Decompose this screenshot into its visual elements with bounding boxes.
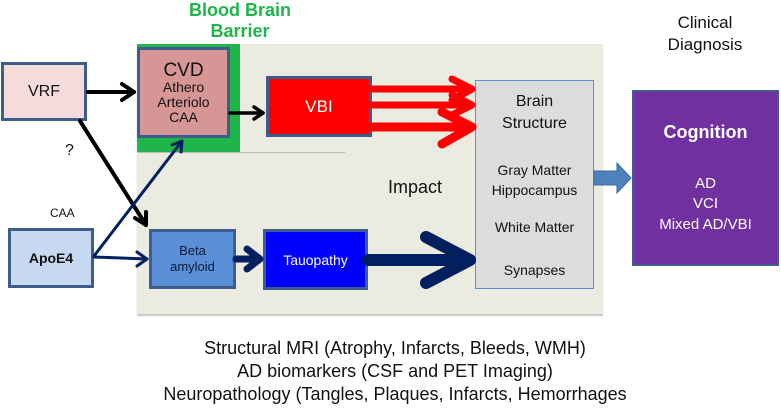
arrow-beta-amyloid-to-tauopathy: [232, 245, 264, 273]
arrow-tauopathy-to-brain: [362, 231, 476, 289]
impact-label: Impact: [388, 177, 443, 197]
brain-title-line-1: Brain: [515, 93, 554, 110]
cvd-item: Arteriolo: [157, 94, 210, 111]
tauopathy-label: Tauopathy: [283, 251, 348, 268]
blood-brain-barrier-label: Blood Brain Barrier: [189, 0, 291, 41]
vrf-node: VRF: [1, 62, 87, 121]
cvd-item: Athero: [162, 79, 205, 96]
brain-title-line-2: Structure: [502, 115, 567, 133]
arrow-vrf-to-beta-amyloid: [78, 119, 148, 227]
bottom-line-2: AD biomarkers (CSF and PET Imaging): [237, 361, 553, 382]
apoe4-node: ApoE4: [8, 228, 94, 288]
cognition-items: AD VCI Mixed AD/VBI: [634, 174, 777, 235]
cvd-title: CVD: [163, 59, 204, 81]
beta-amyloid-node: Beta amyloid: [149, 229, 236, 289]
cvd-item: CAA: [169, 108, 198, 125]
brain-structure-node: Brain Structure Gray Matter Hippocampus …: [475, 80, 594, 289]
separator-line: [137, 152, 345, 153]
cognition-node: Cognition AD VCI Mixed AD/VBI: [632, 90, 779, 266]
arrow-apoe4-to-cvd: [92, 139, 184, 258]
clinical-diagnosis-label: Clinical Diagnosis: [640, 12, 770, 56]
brain-item: White Matter: [494, 219, 575, 235]
bottom-line-1: Structural MRI (Atrophy, Infarcts, Bleed…: [204, 338, 586, 358]
brain-gray-matter: Gray Matter Hippocampus: [476, 161, 593, 200]
clinical-label-line-2: Diagnosis: [667, 35, 743, 55]
tauopathy-node: Tauopathy: [263, 229, 368, 290]
question-mark-label: ?: [65, 142, 74, 159]
brain-structure-title: Brain Structure: [476, 91, 593, 136]
caa-label: CAA: [50, 206, 75, 220]
vrf-label: VRF: [28, 82, 60, 100]
brain-item: Gray Matter: [497, 162, 572, 178]
apoe4-label: ApoE4: [28, 250, 74, 266]
cognition-item: VCI: [692, 195, 718, 213]
beta-amyloid-line-1: Beta: [179, 242, 206, 258]
bottom-methods-text: Structural MRI (Atrophy, Infarcts, Bleed…: [100, 337, 690, 406]
arrow-cvd-to-vbi: [228, 105, 265, 121]
arrow-brain-to-cognition: [593, 161, 632, 195]
beta-amyloid-line-2: amyloid: [170, 259, 215, 274]
arrow-vrf-to-cvd: [86, 82, 136, 102]
clinical-label-line-1: Clinical: [677, 13, 733, 32]
arrow-apoe4-to-beta-amyloid: [92, 250, 149, 268]
arrow-vbi-to-brain-3: [367, 107, 477, 149]
arrow-vbi-to-brain-2: [368, 91, 476, 119]
cognition-title: Cognition: [663, 122, 748, 142]
brain-item: Synapses: [503, 262, 566, 278]
brain-item: Hippocampus: [491, 181, 578, 198]
cognition-item: Mixed AD/VBI: [659, 215, 752, 233]
bottom-line-3: Neuropathology (Tangles, Plaques, Infarc…: [163, 384, 627, 405]
cvd-node: CVD Athero Arteriolo CAA: [137, 47, 230, 138]
cognition-item: AD: [695, 175, 716, 192]
vbi-label: VBI: [305, 96, 333, 116]
